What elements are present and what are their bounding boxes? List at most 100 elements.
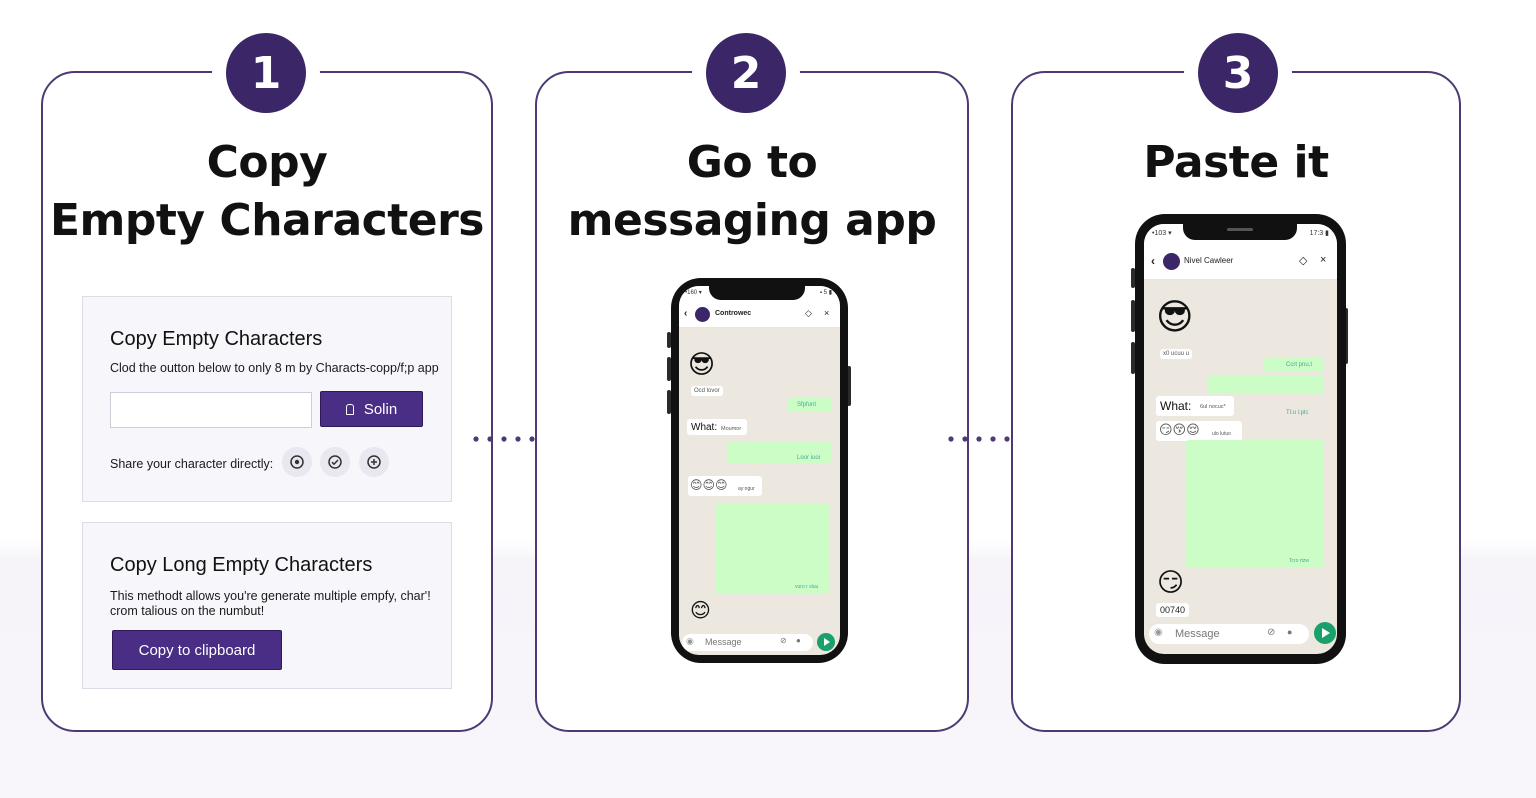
contact-name: Nivel Cawleer: [1184, 256, 1234, 265]
step-2-title-line1: Go to: [686, 137, 818, 188]
green-bubble: [1208, 376, 1324, 394]
empty-char-input[interactable]: [110, 392, 312, 428]
speaker: [1227, 228, 1253, 231]
sunglasses-emoji: 😎: [1156, 297, 1194, 338]
what-label: What:: [691, 422, 718, 433]
copy-long-heading: Copy Long Empty Characters: [110, 554, 373, 576]
green-bubble: [1264, 358, 1324, 372]
close-icon[interactable]: ×: [824, 308, 830, 318]
emoji-row: 😏😚😌: [1159, 423, 1200, 438]
phone-side-button: [1131, 268, 1135, 288]
chat-header: ‹ Nivel Cawleer ◇ ×: [1144, 240, 1337, 280]
copy-long-description-line2: crom talious on the numbut!: [110, 604, 265, 618]
share-label: Share your character directly:: [110, 457, 274, 471]
sunglasses-emoji: 😎: [688, 350, 716, 380]
emoji-row-caption: ulo lutuo: [1212, 431, 1231, 437]
step-3-title-line1: Paste it: [1143, 137, 1329, 188]
phone-side-button: [1131, 342, 1135, 374]
shield-icon[interactable]: ◇: [1299, 255, 1308, 267]
phone-mockup-2: •160 ▾ ▪ 5 ▮ ‹ Controwec ◇ × 😎 Ocd lovor…: [671, 278, 848, 663]
status-right: 17:3 ▮: [1309, 230, 1329, 237]
step-1-title-line2: Empty Characters: [50, 195, 484, 246]
send-icon: [824, 638, 830, 646]
clipboard-icon: [345, 403, 354, 415]
copy-to-clipboard-button[interactable]: Copy to clipboard: [112, 630, 282, 670]
emoji-row-bubble: 😏😚😌 ulo lutuo: [1156, 421, 1242, 441]
step-1-title: Copy Empty Characters: [41, 134, 493, 250]
message-input[interactable]: ◉ Message ⊘ ●: [1149, 624, 1309, 644]
message-input[interactable]: ◉ Message ⊘ ●: [682, 634, 813, 651]
what-caption: 6ul nocuc*: [1200, 404, 1226, 410]
step-3-badge: 3: [1198, 33, 1278, 113]
what-caption: Moumor: [721, 426, 742, 432]
send-button[interactable]: [1314, 622, 1336, 644]
attach-icon[interactable]: ⊘: [1267, 627, 1276, 638]
phone-notch: [709, 286, 805, 300]
green-bubble-caption: Sfpfunt: [797, 402, 817, 408]
status-left: •160 ▾: [685, 290, 702, 296]
green-bubble-caption: Loor iuoi: [797, 455, 821, 461]
target-icon[interactable]: [282, 447, 312, 477]
green-bubble-empty: [715, 503, 830, 593]
status-right: ▪ 5 ▮: [819, 290, 832, 296]
avatar: [1163, 253, 1180, 270]
send-icon: [1322, 628, 1330, 638]
phone-side-button: [667, 332, 671, 348]
step-2-title-line2: messaging app: [567, 195, 937, 246]
green-bubble-caption: Ccrt pnu,t: [1286, 362, 1313, 368]
back-icon[interactable]: ‹: [1151, 254, 1155, 268]
green-bubble-empty: [1186, 440, 1324, 568]
message-caption: Ocd lovor: [691, 386, 723, 396]
copy-long-description-line1: This methodt allows you're generate mult…: [110, 589, 431, 603]
phone-side-button: [667, 390, 671, 414]
message-placeholder: Message: [1175, 628, 1220, 640]
chat-screen-2: •160 ▾ ▪ 5 ▮ ‹ Controwec ◇ × 😎 Ocd lovor…: [679, 286, 840, 655]
copy-empty-heading: Copy Empty Characters: [110, 328, 323, 350]
check-circle-icon[interactable]: [320, 447, 350, 477]
green-bubble: [727, 442, 831, 464]
green-bubble-caption: vuro r sluu: [795, 584, 819, 590]
shield-icon[interactable]: ◇: [805, 308, 812, 318]
emoji-row-bubble: 😊😊😊 ay:ogur: [688, 476, 762, 496]
copy-empty-card: Copy Empty Characters Clod the outton be…: [82, 296, 452, 502]
status-left: •103 ▾: [1152, 230, 1172, 237]
message-placeholder: Message: [705, 637, 742, 647]
chat-screen-3: •103 ▾ 17:3 ▮ ‹ Nivel Cawleer ◇ × 😎 x0 u…: [1144, 224, 1337, 654]
solin-button-label: Solin: [363, 400, 398, 418]
chat-header: ‹ Controwec ◇ ×: [679, 300, 840, 328]
step-3-title: Paste it: [1011, 134, 1461, 192]
counter-bubble: 00740: [1156, 603, 1190, 617]
send-button[interactable]: [817, 633, 835, 651]
what-bubble: What: 6ul nocuc*: [1156, 396, 1234, 416]
plus-circle-icon[interactable]: [359, 447, 389, 477]
green-bubble: [787, 398, 832, 412]
phone-mockup-3: •103 ▾ 17:3 ▮ ‹ Nivel Cawleer ◇ × 😎 x0 u…: [1135, 214, 1346, 664]
step-2-title: Go to messaging app: [535, 134, 969, 250]
step-1-badge: 1: [226, 33, 306, 113]
solin-button[interactable]: Solin: [320, 391, 423, 427]
phone-side-button: [667, 357, 671, 381]
emoji-icon[interactable]: ◉: [1154, 627, 1163, 638]
close-icon[interactable]: ×: [1320, 254, 1327, 266]
green-bubble-caption: Tcro rtzw: [1289, 558, 1309, 564]
step-1-title-line1: Copy: [206, 137, 328, 188]
smile-emoji: 😊: [690, 598, 711, 622]
emoji-icon[interactable]: ◉: [686, 636, 694, 646]
what-label: What:: [1160, 399, 1192, 413]
avatar: [695, 307, 710, 322]
phone-side-button: [1131, 300, 1135, 332]
camera-icon[interactable]: ●: [796, 636, 801, 645]
back-icon[interactable]: ‹: [684, 308, 688, 319]
contact-name: Controwec: [715, 310, 752, 317]
copy-empty-description: Clod the outton below to only 8 m by Cha…: [110, 361, 439, 375]
phone-notch: [1183, 222, 1297, 240]
emoji-row: 😊😊😊: [690, 478, 728, 492]
emoji-row-caption: ay:ogur: [738, 486, 755, 492]
step-2-badge: 2: [706, 33, 786, 113]
phone-side-button: [847, 366, 851, 406]
camera-icon[interactable]: ●: [1287, 627, 1293, 637]
attach-icon[interactable]: ⊘: [780, 636, 787, 645]
green-bubble-caption: Tl:u i:plc: [1286, 410, 1309, 416]
smile-emoji: 😏: [1157, 568, 1185, 598]
message-caption: x0 ucuu u: [1160, 349, 1193, 359]
